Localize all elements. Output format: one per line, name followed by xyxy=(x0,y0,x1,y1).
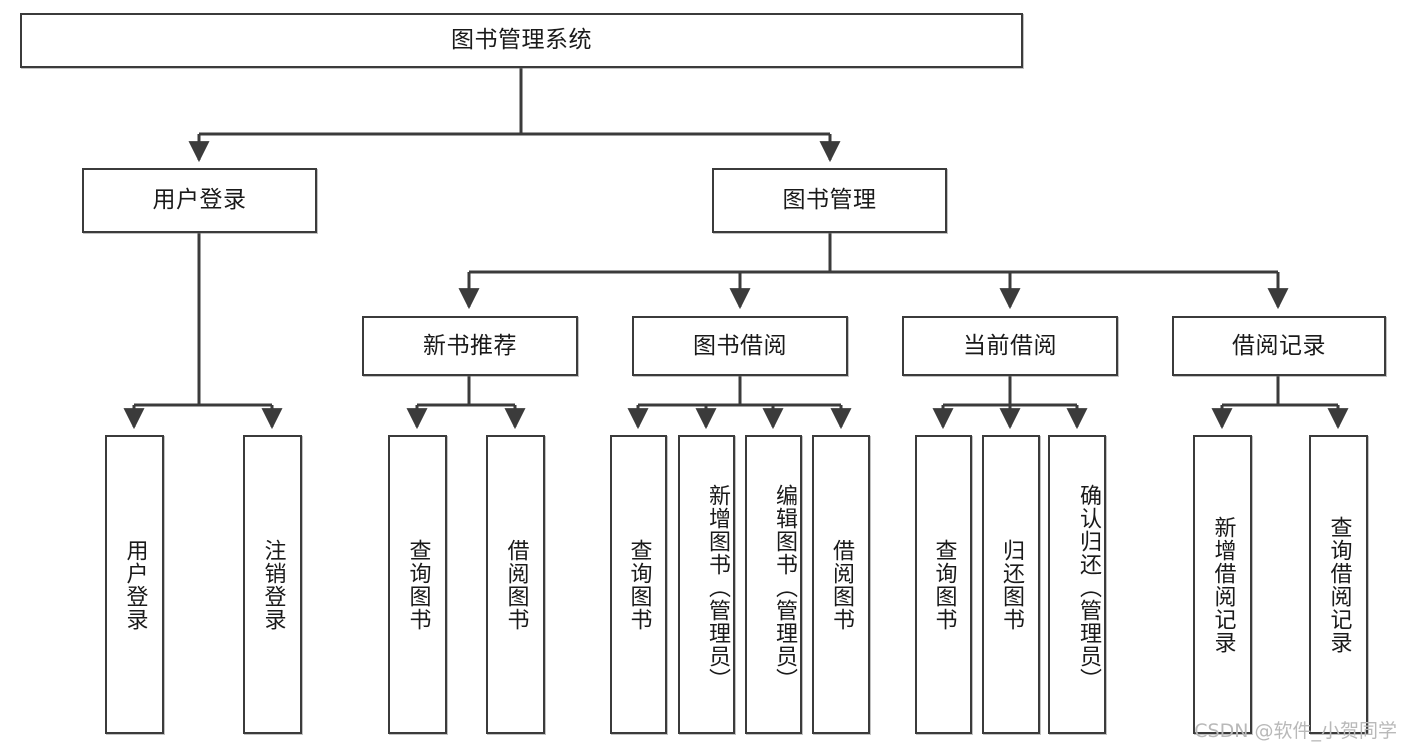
node-book-borrow[interactable]: 图书借阅 xyxy=(632,316,848,376)
node-leaf-add-book-label: 新增图书（管理员） xyxy=(705,484,730,691)
node-leaf-return-book-label: 归还图书 xyxy=(999,538,1024,631)
node-new-book-rec[interactable]: 新书推荐 xyxy=(362,316,578,376)
node-user-login[interactable]: 用户登录 xyxy=(82,168,317,233)
node-leaf-user-logout-label: 注销登录 xyxy=(260,538,286,631)
node-leaf-query-record[interactable]: 查询借阅记录 xyxy=(1309,435,1368,734)
node-leaf-add-record[interactable]: 新增借阅记录 xyxy=(1193,435,1252,734)
node-leaf-query-book-2[interactable]: 查询图书 xyxy=(610,435,667,734)
node-leaf-return-book[interactable]: 归还图书 xyxy=(982,435,1040,734)
node-current-borrow-label: 当前借阅 xyxy=(963,332,1057,359)
node-leaf-query-book-3[interactable]: 查询图书 xyxy=(915,435,972,734)
node-leaf-add-book[interactable]: 新增图书（管理员） xyxy=(678,435,735,734)
node-leaf-borrow-book-1[interactable]: 借阅图书 xyxy=(486,435,545,734)
node-borrow-record[interactable]: 借阅记录 xyxy=(1172,316,1386,376)
node-leaf-query-book-3-label: 查询图书 xyxy=(931,538,957,631)
node-root[interactable]: 图书管理系统 xyxy=(20,13,1023,68)
node-leaf-user-login-label: 用户登录 xyxy=(122,538,148,631)
node-leaf-query-book-1[interactable]: 查询图书 xyxy=(388,435,447,734)
node-leaf-borrow-book-1-label: 借阅图书 xyxy=(503,538,529,631)
node-leaf-edit-book[interactable]: 编辑图书（管理员） xyxy=(745,435,802,734)
node-leaf-user-logout[interactable]: 注销登录 xyxy=(243,435,302,734)
node-leaf-user-login[interactable]: 用户登录 xyxy=(105,435,164,734)
node-leaf-borrow-book-2[interactable]: 借阅图书 xyxy=(812,435,870,734)
node-leaf-query-record-label: 查询借阅记录 xyxy=(1326,515,1352,654)
node-user-login-label: 用户登录 xyxy=(152,187,247,214)
node-leaf-edit-book-label: 编辑图书（管理员） xyxy=(772,484,797,691)
node-leaf-query-book-2-label: 查询图书 xyxy=(626,538,652,631)
node-book-manage-label: 图书管理 xyxy=(782,187,877,214)
node-root-label: 图书管理系统 xyxy=(451,27,592,54)
node-current-borrow[interactable]: 当前借阅 xyxy=(902,316,1118,376)
node-leaf-borrow-book-2-label: 借阅图书 xyxy=(829,538,854,631)
csdn-watermark: CSDN @软件_小贺同学 xyxy=(1194,720,1397,742)
node-leaf-add-record-label: 新增借阅记录 xyxy=(1210,515,1236,654)
node-book-manage[interactable]: 图书管理 xyxy=(712,168,947,233)
node-new-book-rec-label: 新书推荐 xyxy=(423,332,517,359)
node-leaf-query-book-1-label: 查询图书 xyxy=(405,538,431,631)
node-leaf-confirm-return-label: 确认归还（管理员） xyxy=(1076,484,1101,691)
node-leaf-confirm-return[interactable]: 确认归还（管理员） xyxy=(1048,435,1106,734)
node-borrow-record-label: 借阅记录 xyxy=(1232,332,1326,359)
node-book-borrow-label: 图书借阅 xyxy=(693,332,787,359)
